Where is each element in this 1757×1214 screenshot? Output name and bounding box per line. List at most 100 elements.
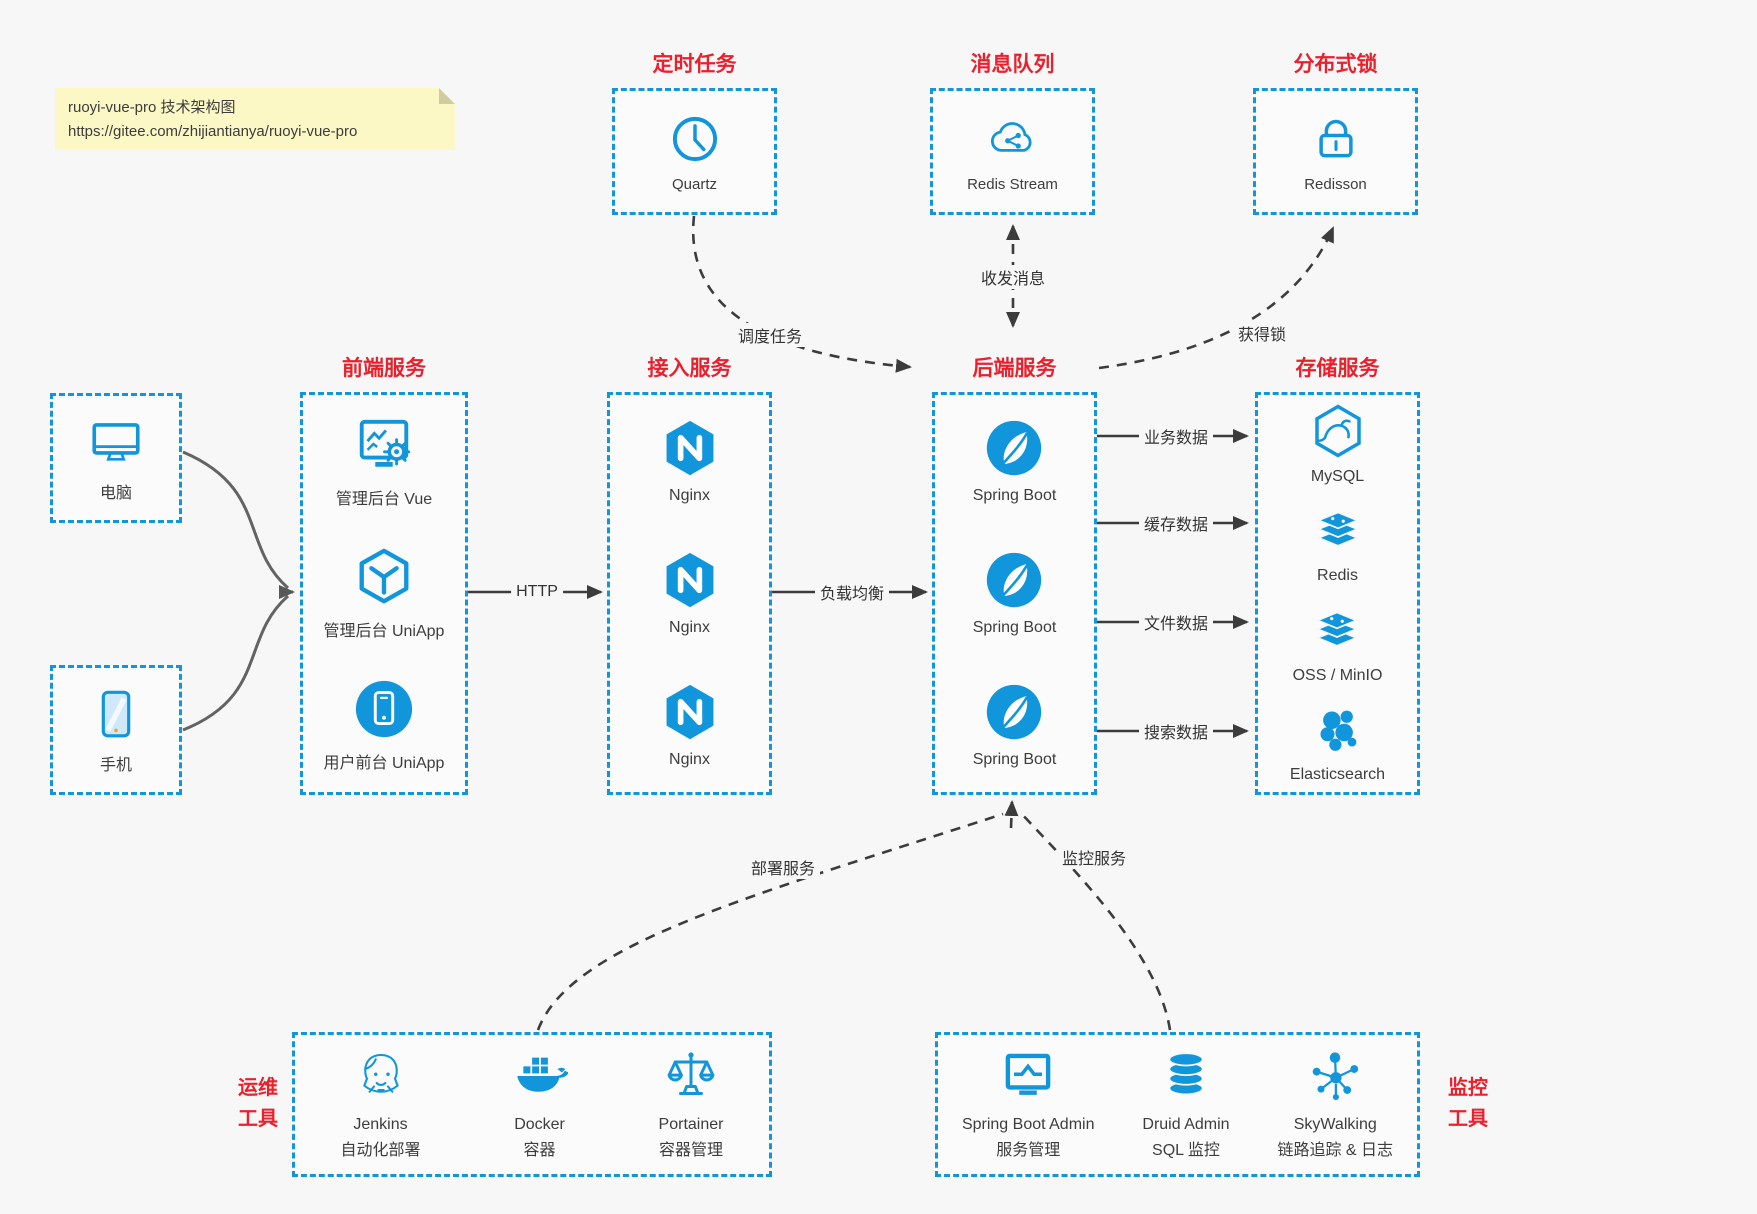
edge-label-search-data: 搜索数据	[1138, 719, 1214, 743]
title-distributed-lock: 分布式锁	[1293, 53, 1378, 76]
backend-box: Spring Boot Spring Boot Spring Boot	[932, 392, 1097, 795]
quartz-label: Quartz	[671, 175, 717, 193]
ops-title-line2: 工具	[238, 1108, 278, 1130]
note-title: ruoyi-vue-pro 技术架构图	[68, 99, 236, 116]
desktop-icon	[87, 414, 145, 472]
title-backend: 后端服务	[972, 357, 1057, 380]
monitor-item-druid: Druid Admin SQL 监控	[1142, 1048, 1230, 1162]
redis-label: Redis	[1317, 567, 1358, 585]
pc-client-box: 电脑	[50, 393, 182, 523]
user-app-icon	[353, 678, 415, 740]
oss-minio-label: OSS / MinIO	[1292, 666, 1383, 684]
ops-tools-box: Jenkins 自动化部署 Docker 容器 Portainer 容器管理	[292, 1032, 772, 1177]
monitor-title-line1: 监控	[1448, 1077, 1488, 1099]
gateway-item-nginx-2: Nginx	[660, 550, 720, 637]
jenkins-label: Jenkins	[353, 1115, 408, 1133]
edge-label-load-balance: 负载均衡	[814, 580, 890, 604]
edge-label-business-data: 业务数据	[1138, 424, 1214, 448]
frontend-item-user-uniapp: 用户前台 UniApp	[323, 678, 445, 773]
portainer-label: Portainer	[658, 1115, 724, 1133]
druid-desc: SQL 监控	[1152, 1141, 1220, 1159]
docker-desc: 容器	[523, 1141, 556, 1159]
mysql-dolphin-icon	[1310, 403, 1366, 459]
title-scheduled-tasks: 定时任务	[652, 53, 737, 76]
skywalking-label: SkyWalking	[1293, 1115, 1377, 1133]
spring-leaf-icon	[984, 682, 1044, 742]
nginx-label: Nginx	[669, 751, 710, 769]
docker-icon	[512, 1048, 568, 1104]
redisson-box: Redisson	[1253, 88, 1418, 215]
gateway-box: Nginx Nginx Nginx	[607, 392, 772, 795]
redis-stack-icon	[1310, 502, 1366, 558]
druid-label: Druid Admin	[1142, 1115, 1230, 1133]
storage-item-elasticsearch: Elasticsearch	[1290, 701, 1385, 784]
edge-label-cache-data: 缓存数据	[1138, 511, 1214, 535]
note-url: https://gitee.com/zhijiantianya/ruoyi-vu…	[68, 123, 358, 140]
nginx-icon	[660, 418, 720, 478]
jenkins-desc: 自动化部署	[340, 1141, 421, 1159]
ops-item-portainer: Portainer 容器管理	[658, 1048, 724, 1162]
backend-item-spring-1: Spring Boot	[972, 418, 1057, 505]
docker-label: Docker	[514, 1115, 565, 1133]
spring-boot-admin-icon	[1000, 1048, 1056, 1104]
sba-label: Spring Boot Admin	[961, 1115, 1095, 1133]
redis-stream-label: Redis Stream	[967, 175, 1058, 193]
nginx-label: Nginx	[669, 618, 710, 636]
monitor-item-sba: Spring Boot Admin 服务管理	[961, 1048, 1095, 1162]
portainer-desc: 容器管理	[659, 1141, 724, 1159]
skywalking-desc: 链路追踪 & 日志	[1277, 1141, 1394, 1159]
frontend-item-admin-vue: 管理后台 Vue	[336, 414, 432, 509]
jenkins-icon	[353, 1048, 409, 1104]
clock-icon	[667, 111, 723, 167]
monitor-title-line2: 工具	[1448, 1108, 1488, 1130]
frontend-item-admin-uniapp: 管理后台 UniApp	[324, 546, 444, 641]
mobile-client-box: 手机	[50, 665, 182, 795]
ops-item-docker: Docker 容器	[512, 1048, 568, 1162]
quartz-box: Quartz	[612, 88, 777, 215]
elasticsearch-label: Elasticsearch	[1289, 765, 1386, 783]
gateway-item-nginx-1: Nginx	[660, 418, 720, 505]
title-frontend: 前端服务	[342, 357, 426, 380]
sticky-note: ruoyi-vue-pro 技术架构图 https://gitee.com/zh…	[55, 88, 455, 150]
redisson-label: Redisson	[1304, 175, 1367, 193]
edge-label-monitoring: 监控服务	[1056, 845, 1132, 869]
pc-label: 电脑	[99, 484, 132, 502]
portainer-icon	[663, 1048, 719, 1104]
edge-label-schedule: 调度任务	[732, 323, 808, 347]
oss-stack-icon	[1309, 602, 1365, 658]
storage-item-mysql: MySQL	[1310, 403, 1366, 486]
storage-box: MySQL Redis OSS / MinIO Elasticsearch	[1255, 392, 1420, 795]
user-uniapp-label: 用户前台 UniApp	[323, 755, 445, 773]
spring-boot-label: Spring Boot	[972, 751, 1057, 769]
monitor-tools-box: Spring Boot Admin 服务管理 Druid Admin SQL 监…	[935, 1032, 1420, 1177]
edge-label-lock: 获得锁	[1232, 321, 1292, 345]
nginx-icon	[660, 682, 720, 742]
phone-icon	[87, 686, 145, 744]
storage-item-oss: OSS / MinIO	[1292, 602, 1383, 685]
spring-boot-label: Spring Boot	[972, 618, 1057, 636]
frontend-box: 管理后台 Vue 管理后台 UniApp 用户前台 UniApp	[300, 392, 468, 795]
nginx-icon	[660, 550, 720, 610]
spring-leaf-icon	[984, 418, 1044, 478]
nginx-label: Nginx	[669, 486, 710, 504]
redis-stream-box: Redis Stream	[930, 88, 1095, 215]
uniapp-cube-icon	[353, 546, 415, 608]
storage-item-redis: Redis	[1310, 502, 1366, 585]
monitor-item-skywalking: SkyWalking 链路追踪 & 日志	[1277, 1048, 1393, 1162]
admin-vue-icon	[353, 414, 415, 476]
title-storage: 存储服务	[1295, 357, 1380, 380]
admin-vue-label: 管理后台 Vue	[335, 490, 433, 508]
lock-icon	[1308, 111, 1364, 167]
edge-label-mq: 收发消息	[975, 265, 1051, 289]
backend-item-spring-3: Spring Boot	[972, 682, 1057, 769]
druid-db-icon	[1158, 1048, 1214, 1104]
skywalking-icon	[1307, 1048, 1363, 1104]
mobile-label: 手机	[99, 756, 132, 774]
spring-boot-label: Spring Boot	[972, 486, 1057, 504]
note-fold-corner	[439, 88, 455, 104]
spring-leaf-icon	[984, 550, 1044, 610]
ops-item-jenkins: Jenkins 自动化部署	[341, 1048, 421, 1162]
edge-label-file-data: 文件数据	[1138, 610, 1214, 634]
